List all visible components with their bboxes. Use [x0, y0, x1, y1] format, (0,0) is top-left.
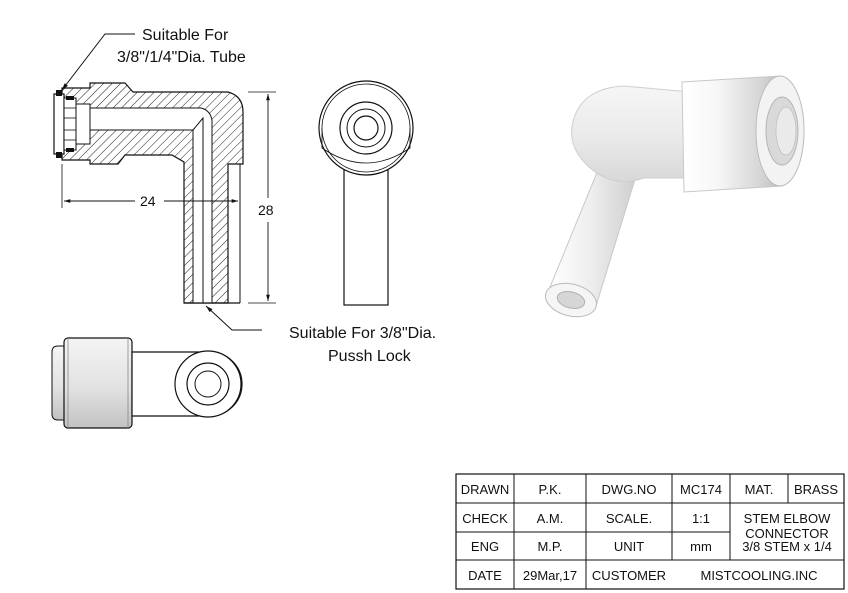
tb-date-value: 29Mar,17: [523, 568, 577, 583]
tb-part-desc2: 3/8 STEM x 1/4: [742, 539, 832, 554]
tb-customer-value: MISTCOOLING.INC: [700, 568, 817, 583]
tb-date-label: DATE: [468, 568, 502, 583]
tb-drawn-value: P.K.: [539, 482, 562, 497]
tb-check-value: A.M.: [537, 511, 564, 526]
tb-unit-label: UNIT: [614, 539, 644, 554]
top-note-leader: [61, 33, 135, 91]
height-dimension-value: 28: [258, 202, 274, 218]
tb-eng-label: ENG: [471, 539, 499, 554]
tb-customer-label: CUSTOMER: [592, 568, 666, 583]
top-note-line2: 3/8"/1/4"Dia. Tube: [117, 49, 246, 66]
width-dimension: 24: [61, 164, 241, 209]
tb-dwgno-label: DWG.NO: [602, 482, 657, 497]
title-block: DRAWN P.K. DWG.NO MC174 MAT. BRASS CHECK…: [455, 473, 845, 590]
tb-unit-value: mm: [690, 539, 712, 554]
height-dimension: 28: [248, 91, 276, 304]
tb-scale-value: 1:1: [692, 511, 710, 526]
tb-check-label: CHECK: [462, 511, 508, 526]
section-stem-bore: [192, 116, 204, 304]
isometric-render: [544, 75, 805, 318]
bottom-note-line1: Suitable For 3/8"Dia.: [289, 325, 436, 342]
tb-part-name: STEM ELBOW: [744, 511, 831, 526]
front-view: [318, 80, 414, 306]
tb-part-desc1: CONNECTOR: [745, 526, 829, 541]
tb-mat-value: BRASS: [794, 482, 838, 497]
tb-eng-value: M.P.: [537, 539, 562, 554]
width-dimension-value: 24: [140, 193, 156, 209]
tb-mat-label: MAT.: [745, 482, 774, 497]
top-note-line1: Suitable For: [142, 27, 229, 44]
side-view: [51, 337, 243, 429]
collet-insert: [53, 90, 91, 158]
tb-drawn-label: DRAWN: [461, 482, 510, 497]
bottom-note-line2: Pussh Lock: [328, 348, 412, 365]
tb-dwgno-value: MC174: [680, 482, 722, 497]
bottom-note-leader: [205, 305, 262, 331]
tb-scale-label: SCALE.: [606, 511, 652, 526]
section-view: [53, 82, 244, 304]
